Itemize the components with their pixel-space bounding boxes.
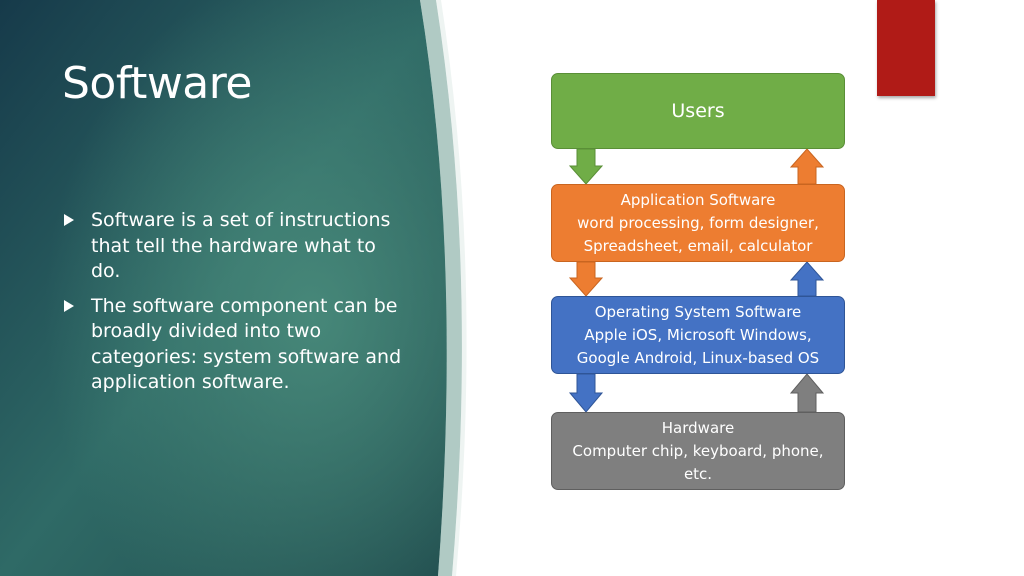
hardware-title: Hardware — [661, 418, 735, 437]
arrow-down-users-to-app — [568, 148, 604, 185]
application-software-title: Application Software — [620, 190, 776, 209]
arrow-up-os-to-app — [789, 261, 825, 297]
software-layers-diagram: Users Application Software word processi… — [540, 60, 860, 500]
application-software-line: word processing, form designer, — [577, 213, 819, 232]
arrow-up-hw-to-os — [789, 373, 825, 413]
hardware-box: Hardware Computer chip, keyboard, phone,… — [551, 412, 845, 490]
bullet-text: The software component can be broadly di… — [91, 294, 402, 394]
bullet-list: Software is a set of instructions that t… — [62, 208, 402, 405]
red-accent-block — [877, 0, 935, 96]
panel-edge-stripe — [420, 0, 462, 576]
triangle-bullet-icon — [64, 299, 74, 312]
triangle-bullet-icon — [64, 214, 74, 226]
diagram-arrows — [568, 148, 825, 413]
users-label: Users — [671, 99, 725, 122]
operating-system-title: Operating System Software — [594, 302, 802, 321]
arrow-up-app-to-users — [789, 148, 825, 185]
hardware-line: etc. — [683, 464, 713, 483]
users-box: Users — [551, 73, 845, 149]
application-software-line: Spreadsheet, email, calculator — [583, 236, 813, 255]
arrow-down-app-to-os — [568, 261, 604, 297]
operating-system-box: Operating System Software Apple iOS, Mic… — [551, 296, 845, 374]
arrow-down-os-to-hw — [568, 373, 604, 413]
operating-system-line: Apple iOS, Microsoft Windows, — [584, 325, 812, 344]
bullet-text: Software is a set of instructions that t… — [91, 209, 391, 282]
operating-system-line: Google Android, Linux-based OS — [576, 348, 820, 367]
bullet-item: Software is a set of instructions that t… — [62, 208, 402, 285]
slide-title: Software — [62, 58, 252, 109]
bullet-item: The software component can be broadly di… — [62, 294, 402, 396]
hardware-line: Computer chip, keyboard, phone, — [572, 441, 824, 460]
application-software-box: Application Software word processing, fo… — [551, 184, 845, 262]
